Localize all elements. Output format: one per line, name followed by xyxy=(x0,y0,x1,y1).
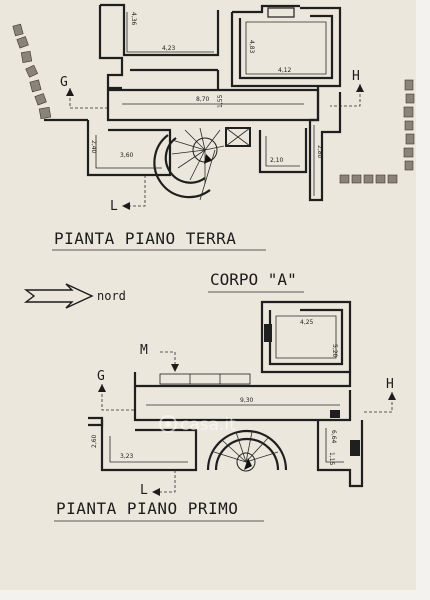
ground-dim-right-room-width: 4,12 xyxy=(278,67,292,74)
first-section-bottom-label: L xyxy=(140,483,148,498)
stone-wall-right xyxy=(339,79,415,184)
section-marker-g-first xyxy=(98,384,135,411)
watermark-text: casa.it xyxy=(180,415,236,435)
first-section-left-label: G xyxy=(97,369,105,384)
ground-dim-side-passage: 2,80 xyxy=(316,145,323,159)
ground-dim-small-room: 2,10 xyxy=(270,157,284,164)
ground-dim-left-room-depth: 4,36 xyxy=(130,12,137,26)
section-marker-h-first xyxy=(362,392,396,413)
first-section-top-label: M xyxy=(140,343,148,358)
section-marker-m-first xyxy=(160,351,179,372)
north-arrow-icon xyxy=(23,283,94,309)
section-marker-g-ground xyxy=(66,88,108,109)
stone-wall-left xyxy=(12,23,52,120)
first-dim-corridor: 9,30 xyxy=(240,397,254,404)
spiral-stair-first xyxy=(206,429,288,472)
watermark: casa.it xyxy=(159,415,236,435)
ground-dim-left-low-depth: 2,40 xyxy=(90,140,97,154)
ground-dim-left-room-width: 4,23 xyxy=(162,45,176,52)
first-plan-title: PIANTA PIANO PRIMO xyxy=(56,499,238,518)
section-marker-l-first xyxy=(152,470,176,496)
ground-dim-corridor: 8,70 xyxy=(196,96,210,103)
first-dim-right-column: 6,64 xyxy=(330,430,337,444)
ground-floor-plan: G H L 4,23 4,36 4,12 4,83 8,70 3,60 2,10… xyxy=(12,3,415,251)
first-dim-right-small: 1,15 xyxy=(328,452,335,466)
spiral-stair-ground xyxy=(153,127,225,199)
first-floor-plan: M G H L 4,25 5,20 9,30 2,60 3,23 6,64 1,… xyxy=(54,300,396,522)
ground-dim-left-low-room: 3,60 xyxy=(120,152,134,159)
first-dim-left-room: 3,23 xyxy=(120,453,134,460)
first-dim-room-depth: 5,20 xyxy=(331,344,338,358)
first-section-right-label: H xyxy=(386,377,394,392)
ground-section-left-label: G xyxy=(60,75,68,90)
first-dim-room-width: 4,25 xyxy=(300,319,314,326)
first-dim-left-depth: 2,60 xyxy=(91,434,98,448)
ground-section-bottom-label: L xyxy=(110,199,118,214)
ground-section-right-label: H xyxy=(352,69,360,84)
ground-plan-title: PIANTA PIANO TERRA xyxy=(54,229,236,248)
block-label: CORPO "A" xyxy=(210,270,297,289)
ground-dim-right-room-depth: 4,83 xyxy=(248,40,255,54)
ground-dim-corridor-height: 1,55 xyxy=(217,94,224,108)
north-label: nord xyxy=(97,289,126,303)
section-marker-h-ground xyxy=(330,84,364,107)
section-marker-l-ground xyxy=(122,149,216,210)
